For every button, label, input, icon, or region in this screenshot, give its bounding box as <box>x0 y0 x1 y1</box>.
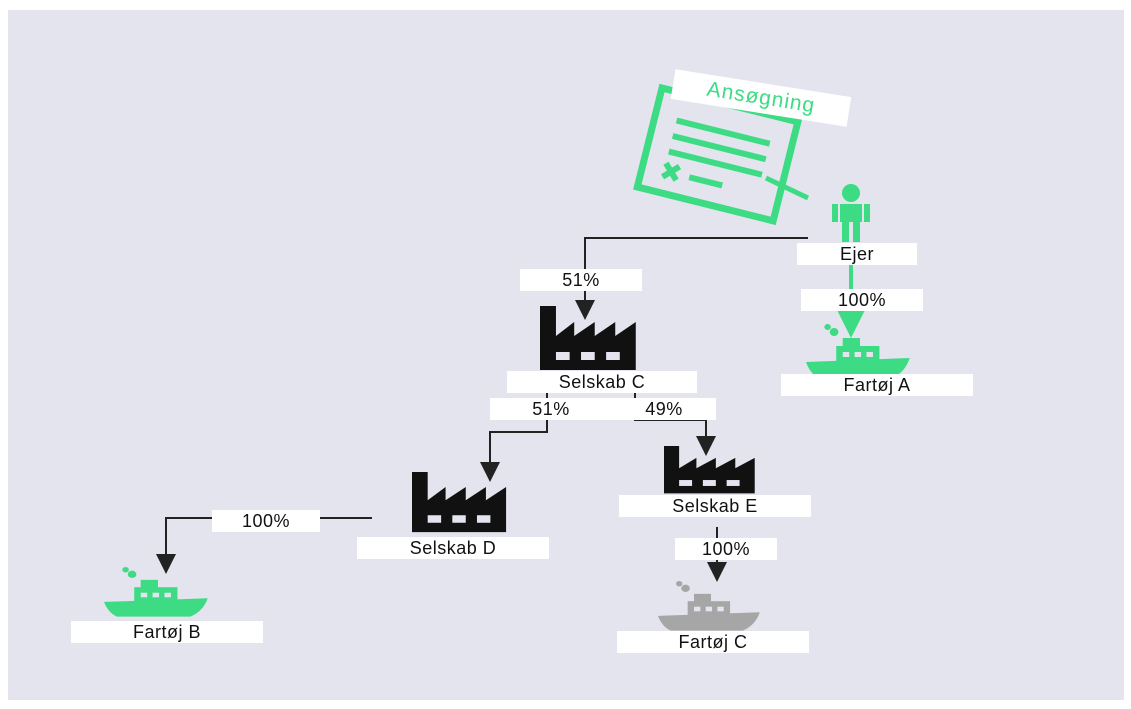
person-icon <box>832 184 870 242</box>
factory-icon-selskab-e <box>664 446 755 494</box>
fartoj-b-label: Fartøj B <box>71 621 263 643</box>
percentage-owner-to-selskab-c: 51% <box>520 269 642 291</box>
factory-icon-selskab-d <box>412 472 507 533</box>
selskab-e-label: Selskab E <box>619 495 811 517</box>
percentage-selskab-c-to-selskab-d: 51% <box>490 398 612 420</box>
percentage-selskab-e-to-fartoj-c: 100% <box>675 538 777 560</box>
selskab-d-label: Selskab D <box>357 537 549 559</box>
selskab-c-label: Selskab C <box>507 371 697 393</box>
percentage-owner-to-fartoj-a: 100% <box>801 289 923 311</box>
ship-icon-fartoj-b <box>104 566 208 617</box>
ship-icon-fartoj-a <box>806 324 910 378</box>
factory-icon-selskab-c <box>540 306 636 370</box>
percentage-selskab-d-to-fartoj-b: 100% <box>212 510 320 532</box>
fartoj-c-label: Fartøj C <box>617 631 809 653</box>
ship-icon-fartoj-c <box>658 580 760 631</box>
percentage-selskab-c-to-selskab-e: 49% <box>612 398 716 420</box>
owner-label: Ejer <box>797 243 917 265</box>
fartoj-a-label: Fartøj A <box>781 374 973 396</box>
